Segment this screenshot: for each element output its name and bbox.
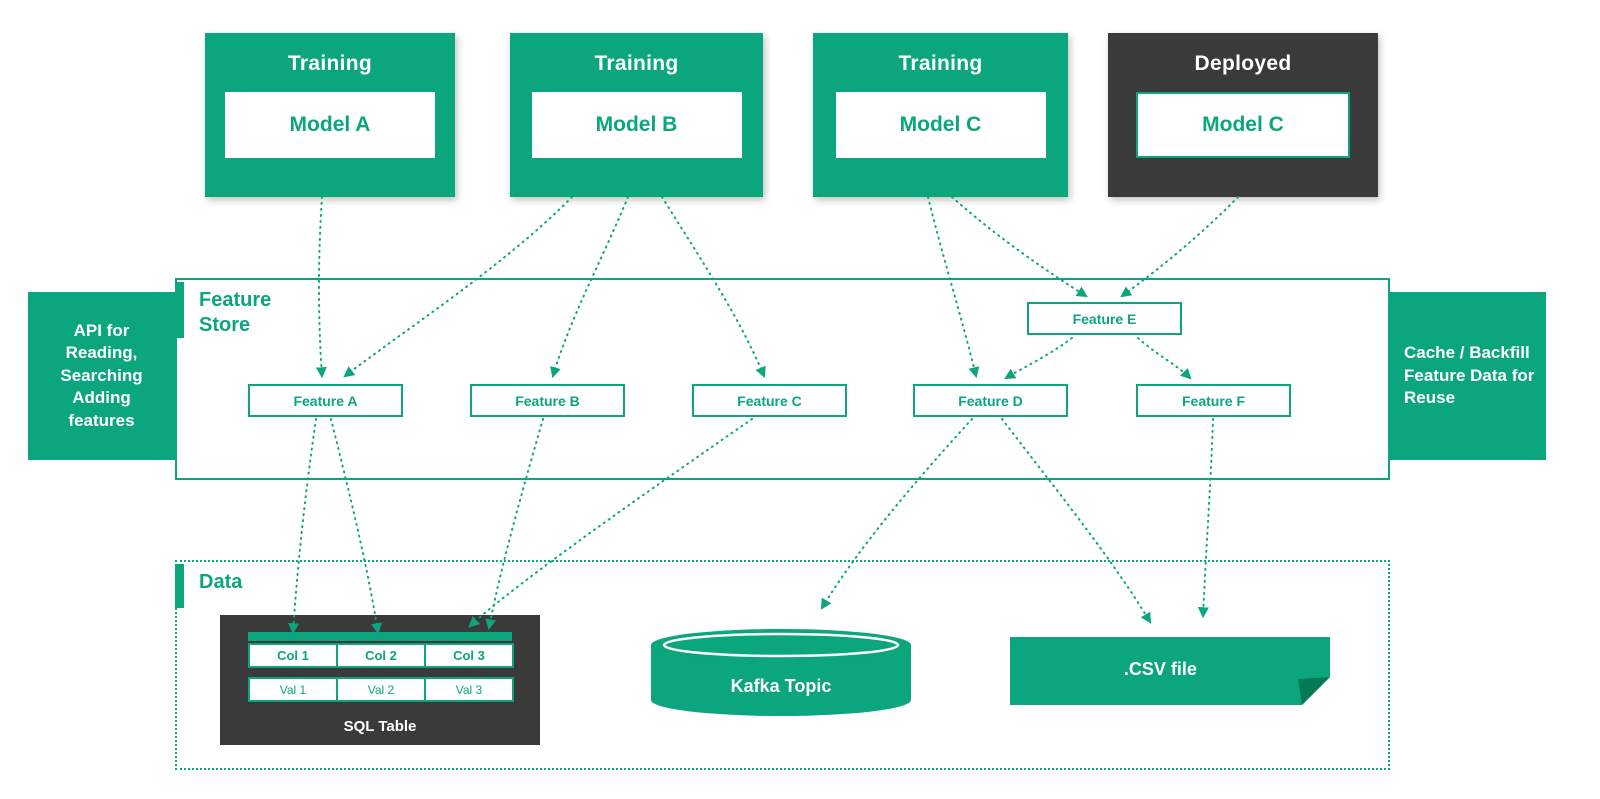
model-name: Model C xyxy=(1136,92,1350,158)
model-name: Model A xyxy=(225,92,435,158)
model-name: Model C xyxy=(835,92,1046,158)
model-card-a: Training Model A xyxy=(205,33,455,197)
feature-f-node: Feature F xyxy=(1136,384,1291,417)
kafka-cylinder-icon xyxy=(651,629,911,716)
feature-b-node: Feature B xyxy=(470,384,625,417)
cache-side-tab-label: Cache / Backfill Feature Data for Reuse xyxy=(1404,343,1535,408)
sql-table-block: Col 1 Col 2 Col 3 Val 1 Val 2 Val 3 SQL … xyxy=(220,615,540,745)
feature-c-label: Feature C xyxy=(737,392,802,409)
feature-d-node: Feature D xyxy=(913,384,1068,417)
sql-table-caption: SQL Table xyxy=(343,718,417,735)
feature-a-label: Feature A xyxy=(293,392,358,409)
model-card-title: Training xyxy=(594,52,679,75)
feature-store-container: Feature Store xyxy=(175,278,1390,480)
api-side-tab: API for Reading, Searching Adding featur… xyxy=(28,292,175,460)
feature-b-label: Feature B xyxy=(515,392,580,409)
feature-c-node: Feature C xyxy=(692,384,847,417)
sql-value-cell: Val 1 xyxy=(248,677,338,702)
model-card-title: Deployed xyxy=(1194,52,1292,75)
model-card-title: Training xyxy=(898,52,983,75)
kafka-topic-node: Kafka Topic xyxy=(650,628,912,718)
sql-col-header: Col 3 xyxy=(424,643,514,668)
sql-value-row: Val 1 Val 2 Val 3 xyxy=(248,677,514,702)
feature-store-label: Feature Store xyxy=(199,289,272,336)
csv-file-label: .CSV file xyxy=(1123,659,1197,679)
data-accent-strip xyxy=(175,564,184,608)
model-name: Model B xyxy=(531,92,742,158)
feature-store-accent-strip xyxy=(175,282,184,338)
model-card-deployed: Deployed Model C xyxy=(1108,33,1378,197)
csv-file-icon xyxy=(1010,637,1330,705)
sql-col-header: Col 2 xyxy=(336,643,426,668)
sql-header-row: Col 1 Col 2 Col 3 xyxy=(248,643,514,668)
feature-d-label: Feature D xyxy=(958,392,1023,409)
api-side-tab-label: API for Reading, Searching Adding featur… xyxy=(60,320,143,430)
feature-e-label: Feature E xyxy=(1072,310,1137,327)
sql-col-header: Col 1 xyxy=(248,643,338,668)
data-label: Data xyxy=(199,571,243,593)
csv-file-node: .CSV file xyxy=(1010,637,1330,707)
model-card-c: Training Model C xyxy=(813,33,1068,197)
feature-f-label: Feature F xyxy=(1181,392,1245,409)
sql-table-topbar xyxy=(248,632,512,641)
sql-value-cell: Val 2 xyxy=(336,677,426,702)
sql-value-cell: Val 3 xyxy=(424,677,514,702)
feature-e-node: Feature E xyxy=(1027,302,1182,335)
model-card-title: Training xyxy=(287,52,373,75)
model-card-b: Training Model B xyxy=(510,33,763,197)
feature-a-node: Feature A xyxy=(248,384,403,417)
kafka-topic-label: Kafka Topic xyxy=(730,676,832,696)
cache-side-tab: Cache / Backfill Feature Data for Reuse xyxy=(1390,292,1546,460)
